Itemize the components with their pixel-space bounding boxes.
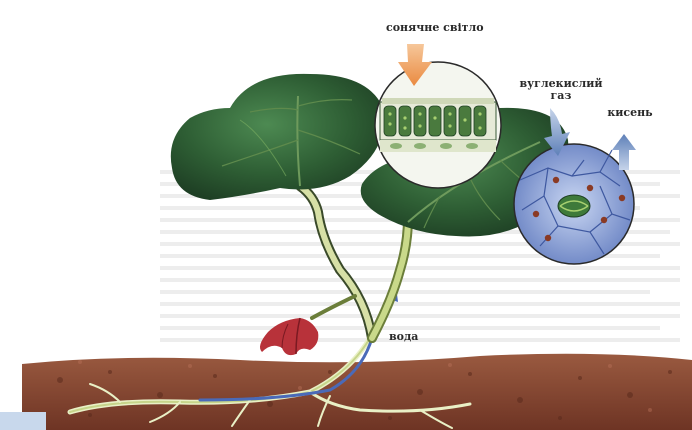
left-leaf — [171, 74, 385, 200]
flower — [260, 318, 318, 355]
page-edge-accent — [0, 412, 46, 430]
carbon-dioxide-label: вуглекислий газ — [502, 78, 620, 102]
sunlight-label: сонячне світло — [386, 22, 506, 34]
leaf-cross-section-magnifier — [375, 62, 501, 188]
water-label: вода — [389, 331, 429, 343]
carbon-dioxide-label-line2: газ — [502, 90, 620, 102]
oxygen-label: кисень — [600, 107, 660, 119]
stomata-cell-magnifier — [514, 144, 634, 264]
